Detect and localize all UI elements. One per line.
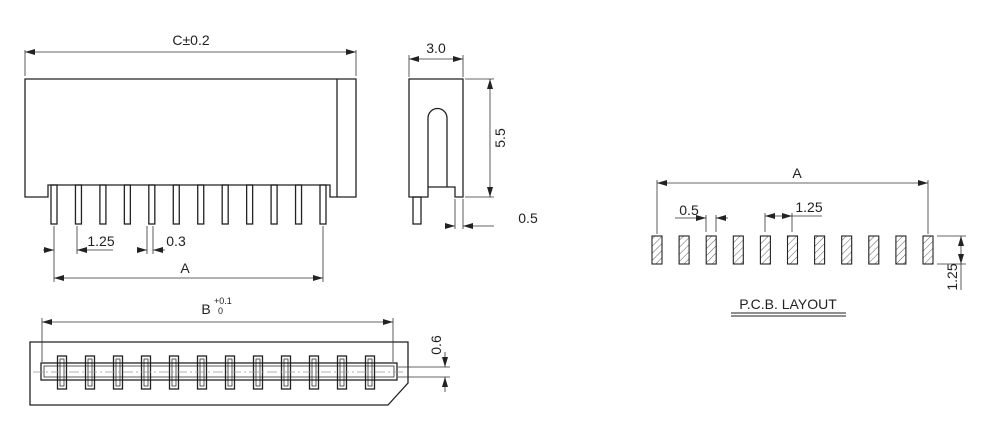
dim-depth-label: 3.0: [426, 40, 446, 56]
bottom-pin-inner: [367, 358, 373, 387]
pcb-pad: [678, 235, 690, 265]
dim-pin-offset-label: 0.5: [518, 210, 538, 226]
front-pin: [123, 184, 132, 225]
pcb-pad: [759, 235, 771, 265]
bottom-pin-inner: [283, 358, 289, 387]
bottom-pin-inner: [255, 358, 261, 387]
dim-pitch-label: 1.25: [87, 233, 114, 249]
bottom-pin-inner: [143, 358, 149, 387]
front-view: C±0.2 1.25 0.3 A: [24, 32, 357, 282]
pcb-pad: [841, 235, 853, 265]
bottom-pin-inner: [115, 358, 121, 387]
dim-b-tol-lower: 0: [218, 306, 223, 316]
bottom-pin-inner: [339, 358, 345, 387]
front-pin: [294, 184, 303, 225]
bottom-pin-contact: [112, 355, 124, 390]
front-pin: [99, 184, 107, 225]
front-pins: [50, 184, 327, 225]
bottom-pin-contact: [140, 355, 152, 390]
pcb-pad: [868, 235, 880, 265]
front-pin: [245, 184, 254, 225]
pcb-layout-title: P.C.B. LAYOUT: [739, 296, 837, 312]
bottom-pin-contact: [280, 355, 292, 390]
bottom-pin-contact: [56, 355, 68, 390]
pcb-pad: [651, 235, 663, 265]
front-pin: [148, 184, 156, 225]
pcb-pad: [786, 235, 799, 265]
dim-slot-label: 0.6: [428, 335, 444, 355]
bottom-pin-contact: [168, 355, 180, 390]
bottom-pin-inner: [87, 358, 93, 387]
bottom-body-outline: [29, 341, 409, 406]
dim-b-label: B: [201, 301, 210, 317]
pcb-pad-width-label: 0.5: [679, 202, 699, 218]
bottom-pin-contact: [336, 355, 348, 390]
pcb-pitch-label: 1.25: [795, 199, 822, 215]
front-pin: [270, 184, 278, 225]
pcb-pad: [922, 235, 934, 265]
bottom-pin-inner: [171, 358, 177, 387]
side-view: 3.0 5.5 0.5: [408, 40, 538, 229]
bottom-pin-inner: [59, 358, 65, 387]
front-body-outline: [24, 78, 357, 198]
dim-a-label: A: [180, 260, 190, 276]
front-pin: [74, 184, 83, 225]
pcb-pad: [814, 235, 826, 265]
pcb-layout: A 0.5 1.25 1.25 P.C.B. LAYOUT: [651, 165, 966, 317]
front-pin: [197, 184, 205, 225]
pcb-pad-length-label: 1.25: [944, 263, 960, 290]
bottom-pin-inner: [227, 358, 233, 387]
bottom-pin-contact: [224, 355, 236, 390]
dim-b-tol-upper: +0.1: [214, 296, 232, 306]
pcb-pads: [651, 235, 934, 265]
bottom-pin-contact: [308, 355, 320, 390]
bottom-pin-contact: [364, 355, 376, 390]
front-pin: [50, 184, 58, 225]
bottom-pin-inner: [199, 358, 205, 387]
bottom-pin-inner: [311, 358, 317, 387]
bottom-slot-inner: [43, 365, 395, 378]
pcb-dim-a-label: A: [792, 165, 802, 181]
dim-pin-width-label: 0.3: [166, 233, 186, 249]
dim-c-label: C±0.2: [172, 32, 209, 48]
side-slot: [427, 107, 448, 187]
front-pin: [172, 184, 180, 225]
pcb-pad: [895, 235, 907, 265]
pcb-pad: [732, 235, 744, 265]
bottom-pins: [56, 355, 376, 390]
side-pin: [412, 196, 422, 225]
bottom-view: B +0.1 0 0.6: [29, 296, 450, 406]
bottom-pin-contact: [252, 355, 264, 390]
front-pin: [221, 184, 229, 225]
bottom-pin-contact: [84, 355, 96, 390]
dim-height-label: 5.5: [492, 128, 508, 148]
front-pin: [319, 184, 327, 225]
bottom-slot-outer: [40, 362, 398, 381]
bottom-pin-contact: [196, 355, 208, 390]
pcb-pad: [705, 235, 717, 265]
side-body-outline: [408, 78, 464, 198]
